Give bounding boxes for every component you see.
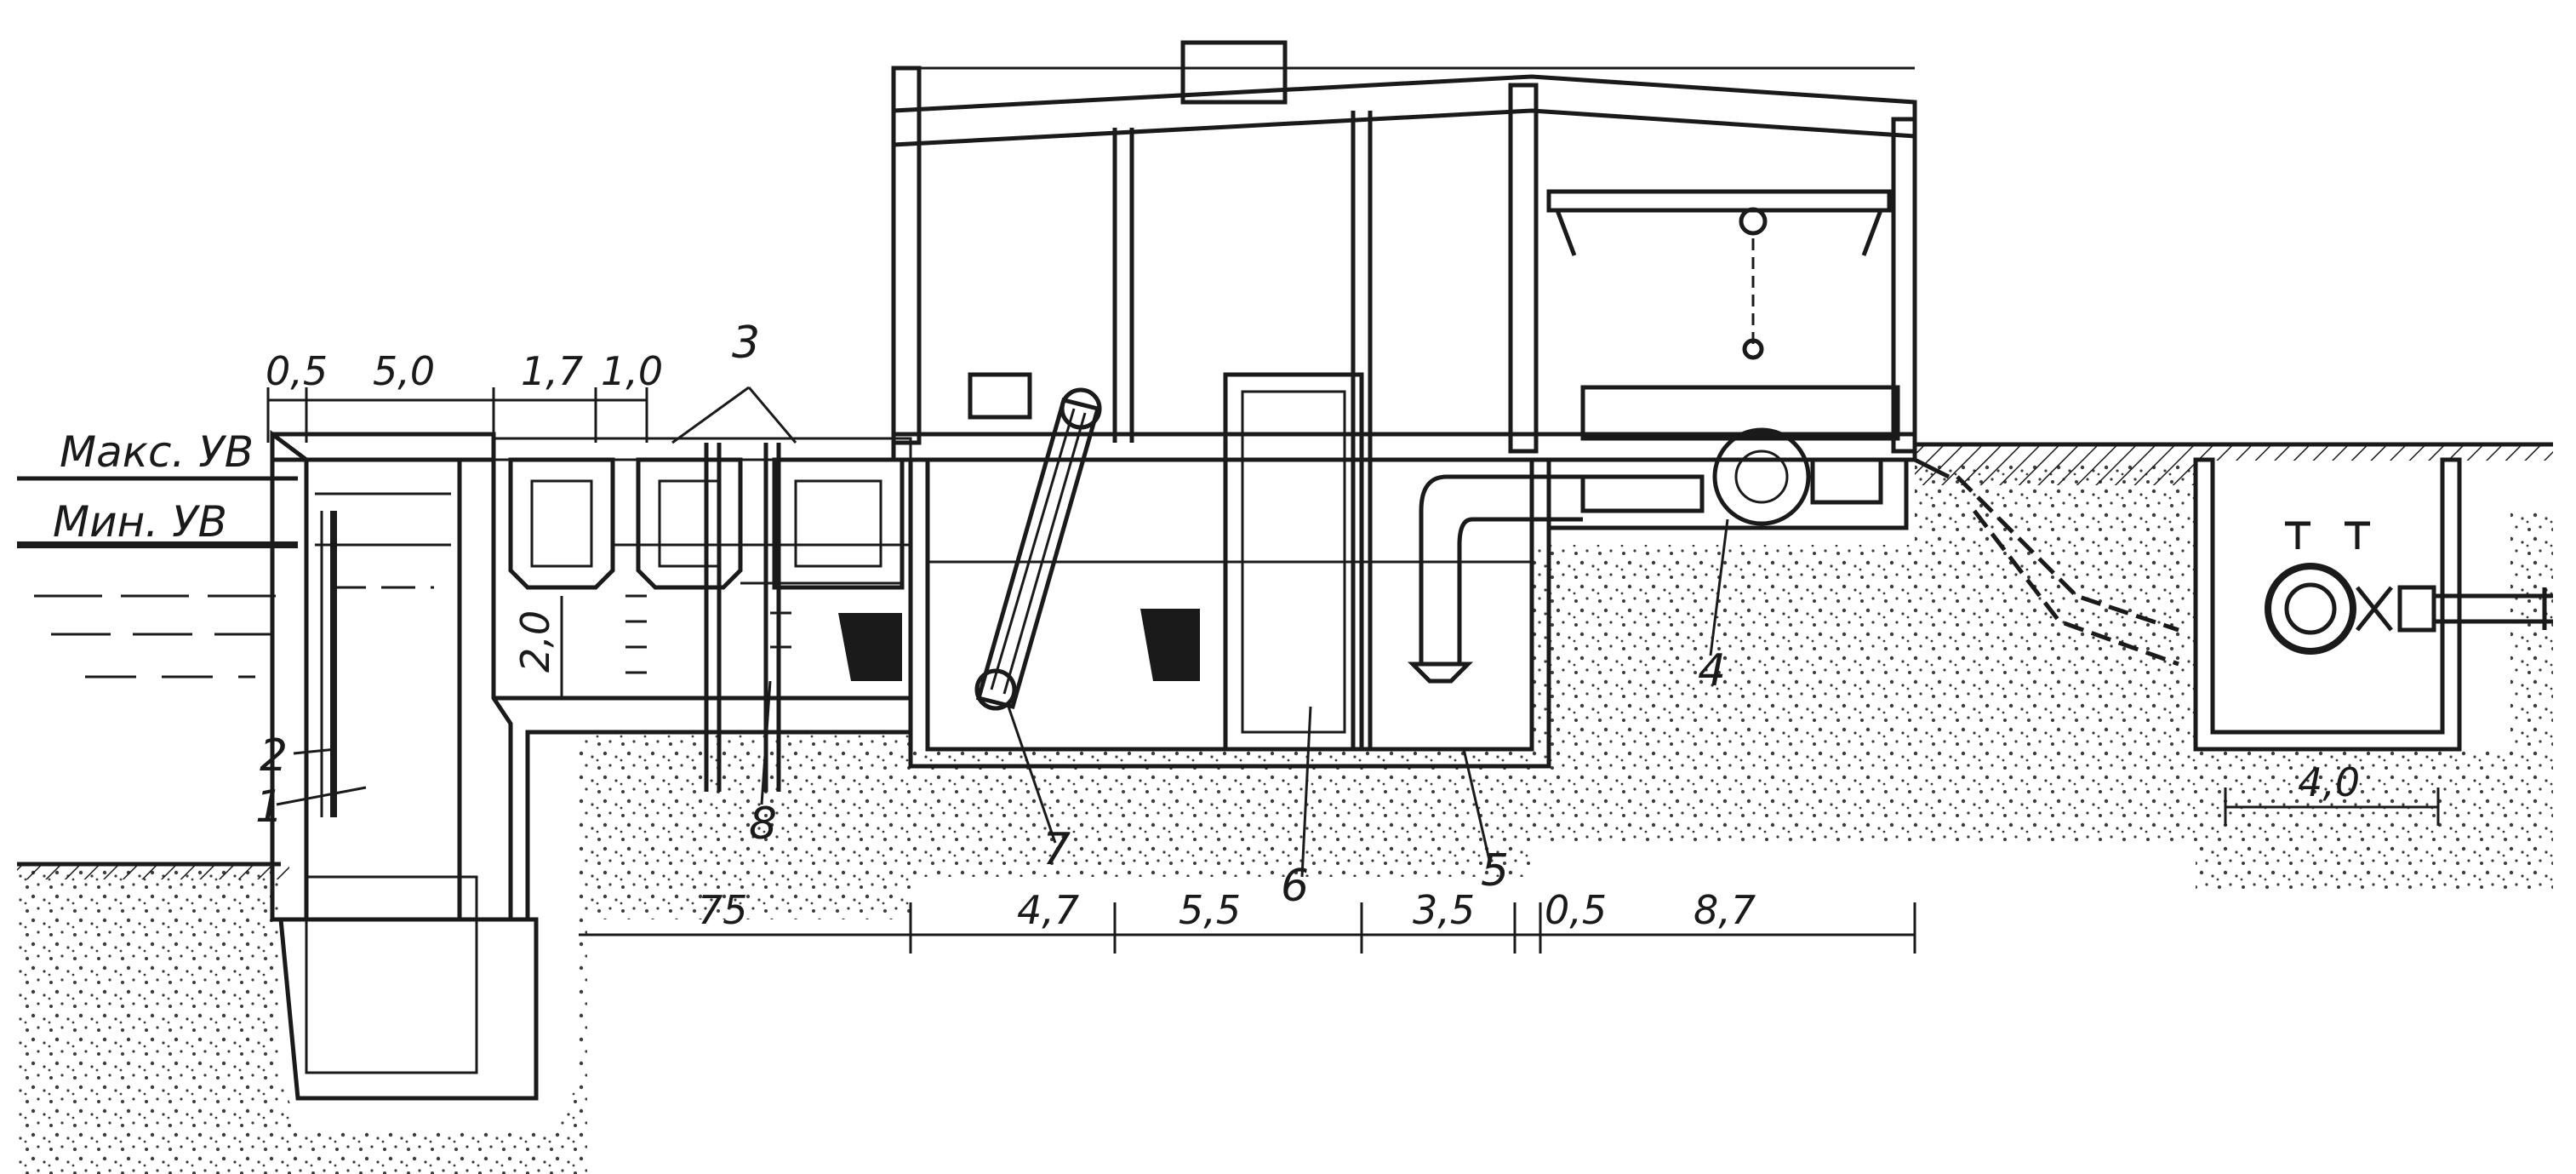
callout-2: 2 bbox=[260, 730, 288, 782]
dim-bottom-5: 0,5 bbox=[1545, 887, 1607, 933]
station-building bbox=[891, 40, 1917, 749]
dim-top-1: 0,5 bbox=[266, 348, 328, 394]
max-water-level-label: Макс. УВ bbox=[60, 427, 254, 477]
soil-mass bbox=[17, 442, 2553, 1174]
callout-6: 6 bbox=[1281, 861, 1309, 912]
suction-pipe bbox=[1407, 474, 1583, 684]
inclined-screen bbox=[968, 372, 1102, 711]
callout-8: 8 bbox=[749, 799, 777, 850]
intake-chambers bbox=[492, 437, 912, 792]
dim-top-3: 1,7 bbox=[521, 348, 583, 394]
callout-1: 1 bbox=[255, 782, 283, 833]
dim-bottom-3: 5,5 bbox=[1179, 887, 1241, 933]
dim-chamber-width: 4,0 bbox=[2298, 759, 2360, 805]
wet-well bbox=[908, 372, 1583, 769]
pump-unit bbox=[1546, 385, 1951, 530]
callout-3: 3 bbox=[732, 318, 760, 369]
valve-chamber bbox=[1956, 457, 2553, 752]
river-water bbox=[17, 476, 298, 679]
min-water-level-label: Мин. УВ bbox=[53, 497, 227, 547]
dim-depth: 2,0 bbox=[512, 610, 558, 673]
callout-4: 4 bbox=[1698, 645, 1726, 696]
intake-head bbox=[270, 430, 913, 1101]
callout-7: 7 bbox=[1042, 824, 1071, 875]
dim-top-2: 5,0 bbox=[373, 348, 435, 394]
callout-5: 5 bbox=[1481, 845, 1509, 896]
dim-top-4: 1,0 bbox=[601, 348, 663, 394]
dim-bottom-6: 8,7 bbox=[1694, 887, 1756, 933]
dimension-lines bbox=[266, 387, 2440, 954]
dim-bottom-4: 3,5 bbox=[1413, 887, 1475, 933]
dim-bottom-1: 75 bbox=[698, 887, 748, 933]
callout-leaders bbox=[276, 386, 1729, 878]
dim-bottom-2: 4,7 bbox=[1017, 887, 1079, 933]
crane-chain bbox=[1739, 207, 1768, 360]
